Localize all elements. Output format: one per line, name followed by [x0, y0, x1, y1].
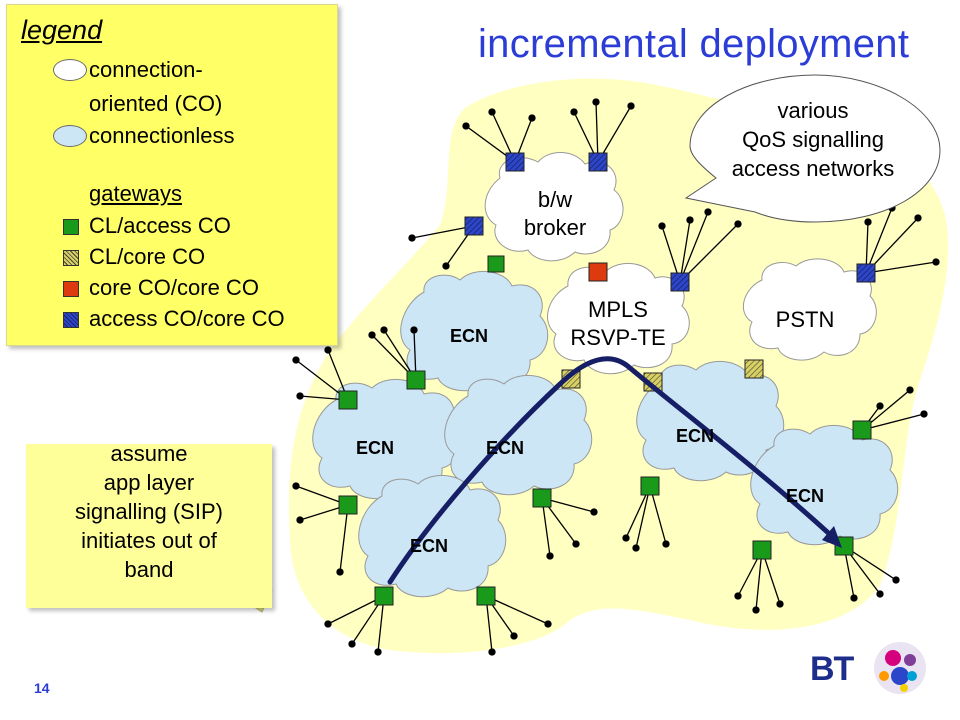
note-line: assume	[110, 441, 188, 466]
cl-access-co-gateway	[374, 586, 394, 606]
callout-line: access networks	[731, 156, 895, 181]
gateway-swatch-core-co	[63, 281, 79, 297]
cl-access-co-gateway	[487, 255, 505, 273]
gateway-label: CL/core CO	[89, 244, 206, 269]
gateway-swatch-access-co	[63, 312, 79, 328]
access-co-gateway	[670, 272, 690, 292]
ecn-cloud-right	[636, 360, 785, 482]
ecn-cloud-far-right	[750, 424, 899, 546]
bt-logo-globe	[874, 642, 926, 694]
mpls-label: MPLS RSVP-TE	[556, 296, 680, 352]
bw-broker-line: broker	[523, 215, 587, 240]
note-line: initiates out of	[81, 528, 217, 553]
note-line: band	[124, 557, 174, 582]
ecn-cloud-bottom	[358, 474, 507, 598]
access-co-gateway	[588, 152, 608, 172]
cl-access-co-gateway	[338, 390, 358, 410]
pstn-label: PSTN	[775, 307, 835, 332]
callout-text: various QoS signalling access networks	[690, 96, 936, 183]
ecn-label-top: ECN	[450, 326, 489, 346]
gateway-squares	[338, 152, 876, 606]
bw-broker-cloud	[484, 152, 624, 262]
path-arrowhead	[822, 526, 842, 548]
callout-bubble	[684, 74, 941, 223]
mpls-cloud	[547, 262, 690, 375]
gateway-label: core CO/core CO	[89, 275, 259, 300]
bt-logo-text: BT	[810, 650, 854, 688]
note-text: assume app layer signalling (SIP) initia…	[26, 439, 272, 584]
access-co-gateway	[464, 216, 484, 236]
core-co-gateway	[588, 262, 608, 282]
cl-core-co-gateway	[744, 359, 764, 379]
cl-access-co-gateway	[752, 540, 772, 560]
cl-access-co-gateway	[852, 420, 872, 440]
bw-broker-line: b/w	[537, 187, 573, 212]
cl-access-co-gateway	[476, 586, 496, 606]
ecn-label-right: ECN	[676, 426, 715, 446]
page-number: 14	[34, 680, 50, 696]
co-swatch	[53, 59, 87, 81]
page-title: incremental deployment	[478, 22, 910, 66]
note-line: signalling (SIP)	[75, 499, 223, 524]
cl-access-co-gateway	[640, 476, 660, 496]
cl-label: connectionless	[89, 123, 235, 148]
ecn-cloud-top	[400, 270, 549, 392]
pstn-cloud	[742, 258, 877, 361]
gateway-label: access CO/core CO	[89, 306, 285, 331]
mpls-line: RSVP-TE	[570, 325, 666, 350]
cl-access-co-gateway	[406, 370, 426, 390]
cl-access-co-gateway	[532, 488, 552, 508]
ecn-label-center: ECN	[486, 438, 525, 458]
gateways-heading: gateways	[89, 181, 182, 206]
legend-box: legend connection- oriented (CO) connect…	[6, 4, 338, 346]
callout-line: various	[777, 98, 849, 123]
bw-broker-label: b/w broker	[500, 186, 610, 242]
access-co-gateway	[856, 263, 876, 283]
ecn-label-left: ECN	[356, 438, 395, 458]
co-label-line1: connection-	[89, 57, 203, 82]
assumption-note: assume app layer signalling (SIP) initia…	[26, 441, 272, 608]
gateway-swatch-cl-access-co	[63, 219, 79, 235]
ecn-label-far-right: ECN	[786, 486, 825, 506]
note-line: app layer	[103, 470, 195, 495]
end-to-end-path	[387, 356, 839, 585]
gateway-swatch-cl-core-co	[63, 250, 79, 266]
ecn-label-bottom: ECN	[410, 536, 449, 556]
cl-access-co-gateway	[338, 495, 358, 515]
callout-line: QoS signalling	[742, 127, 884, 152]
gateway-label: CL/access CO	[89, 213, 231, 238]
legend-heading: legend	[21, 15, 103, 45]
access-co-gateway	[505, 152, 525, 172]
mpls-line: MPLS	[588, 297, 648, 322]
co-label-line2: oriented (CO)	[89, 91, 223, 116]
cl-swatch	[53, 125, 87, 147]
